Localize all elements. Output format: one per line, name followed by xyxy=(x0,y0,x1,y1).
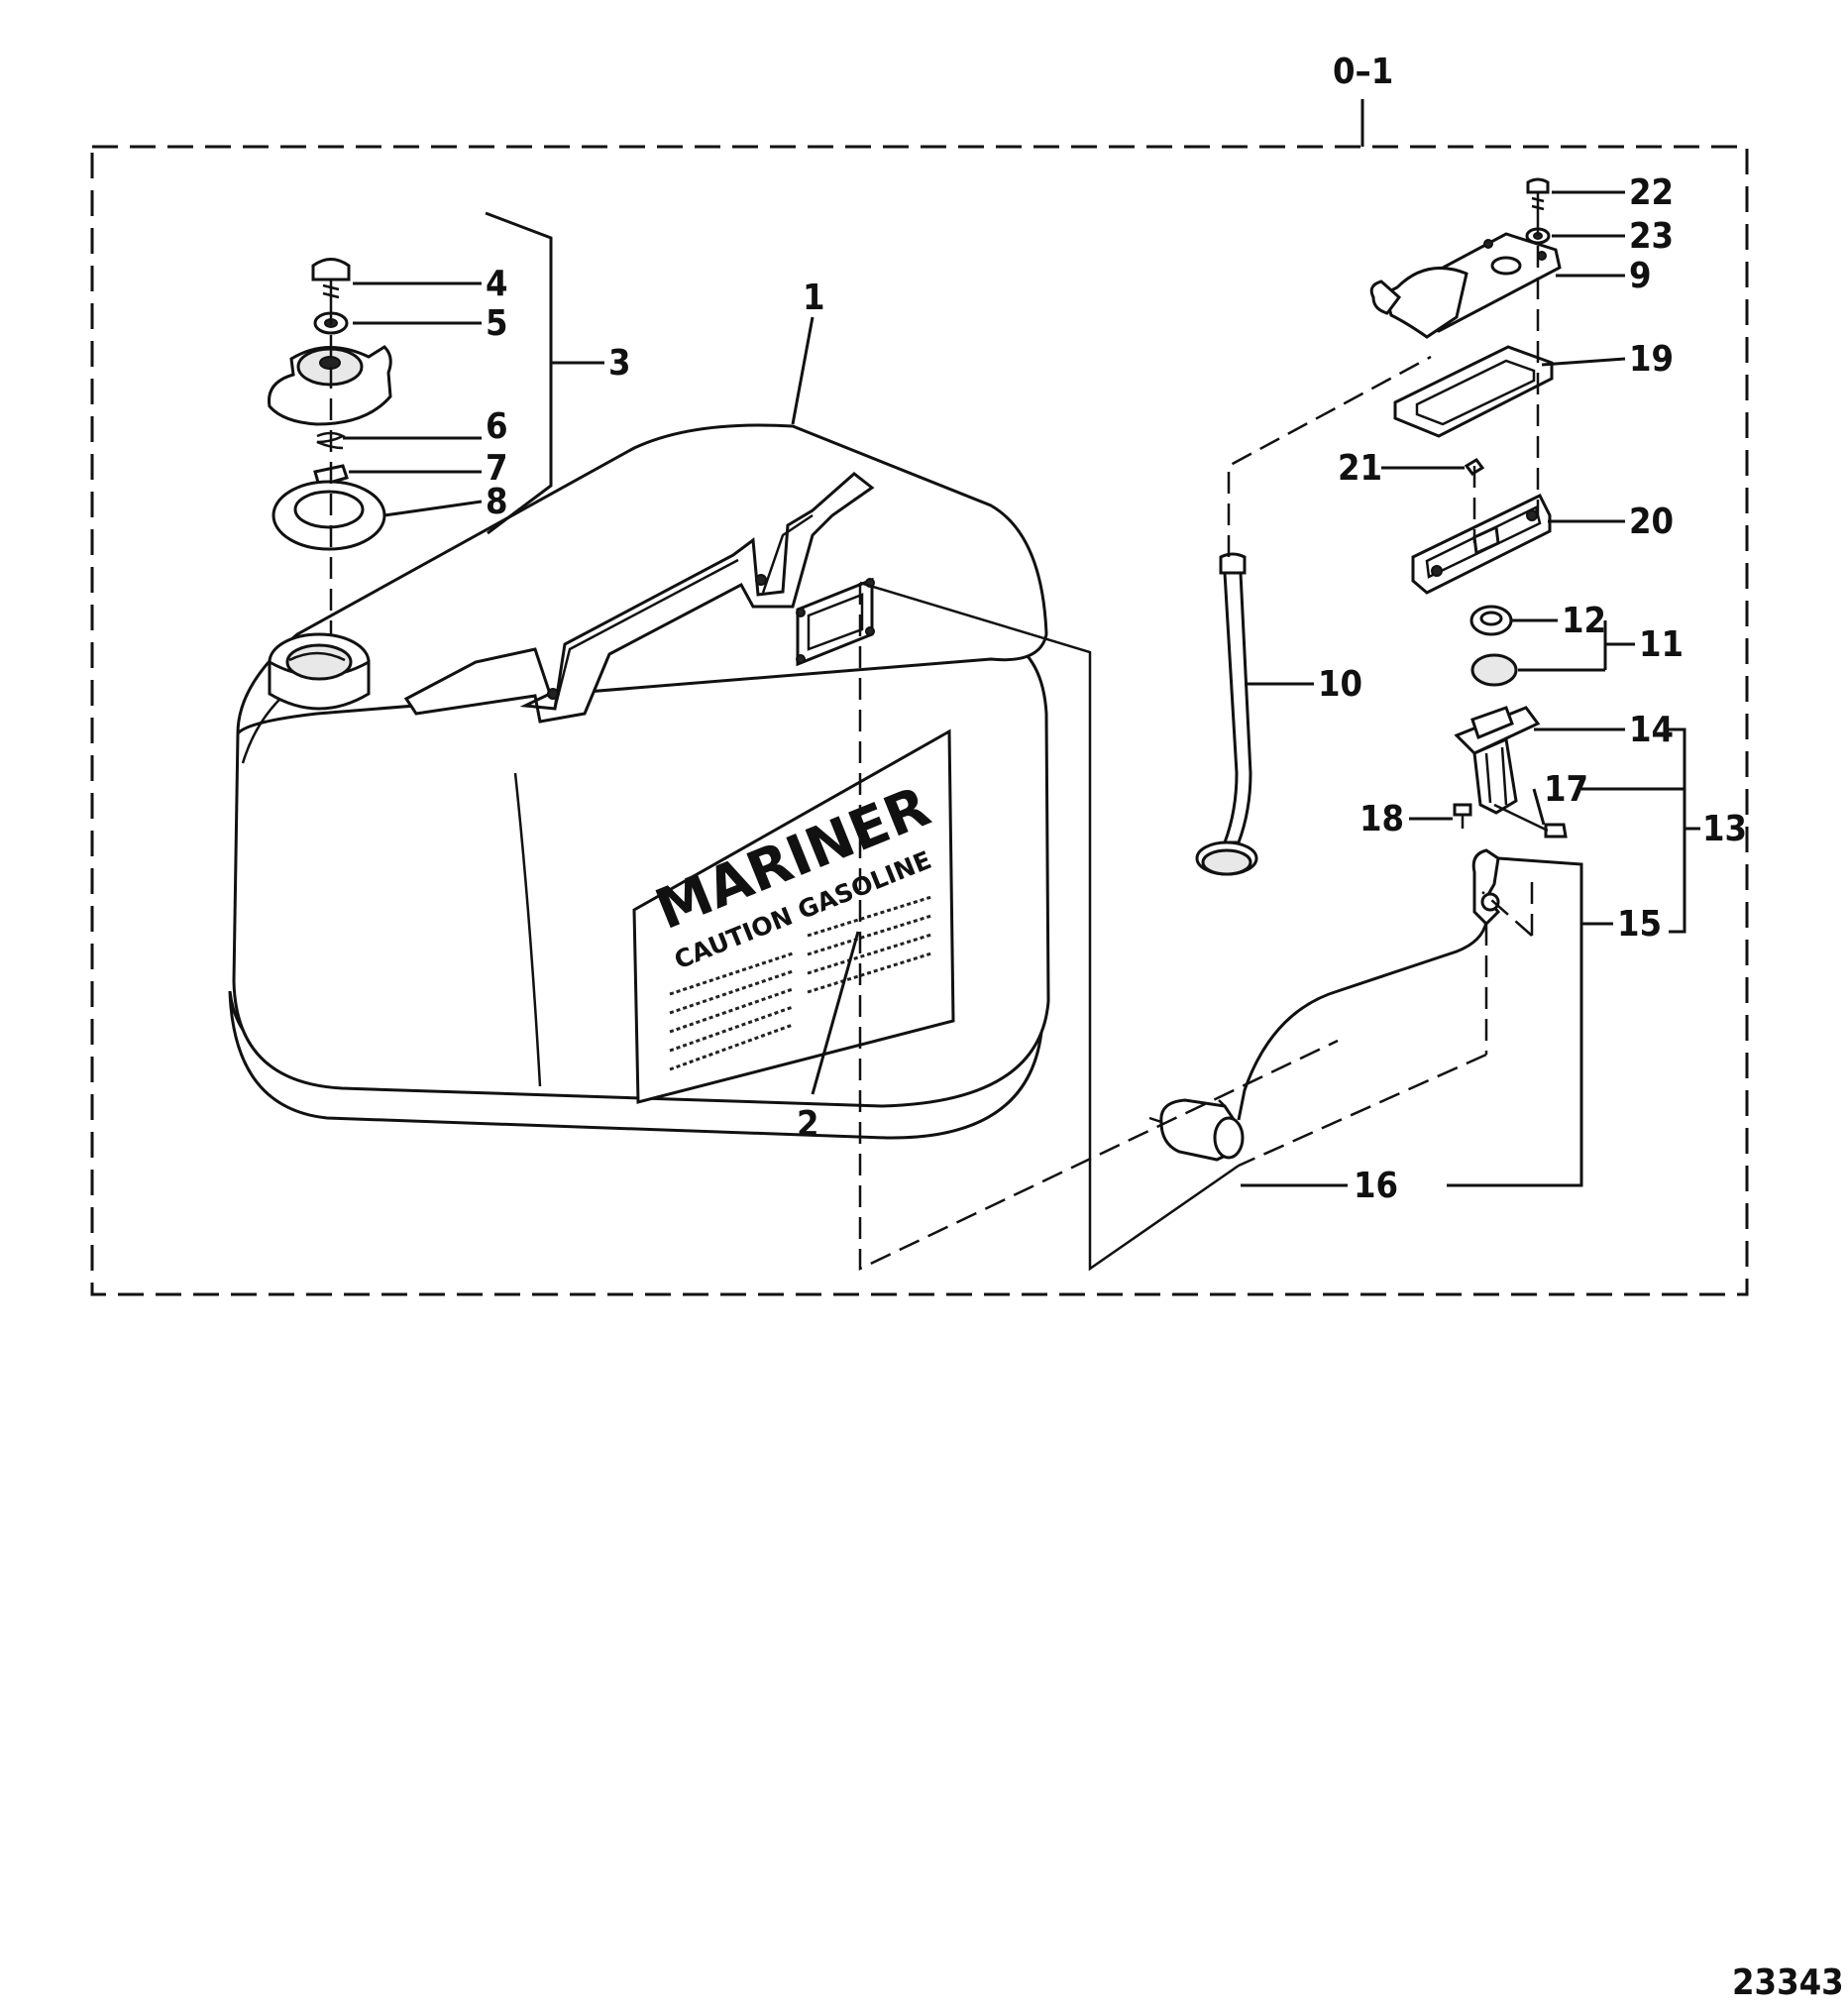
callout-16: 16 xyxy=(1354,1166,1398,1206)
callout-18: 18 xyxy=(1359,799,1404,839)
callout-11: 11 xyxy=(1639,624,1684,665)
callout-17: 17 xyxy=(1544,769,1588,810)
callout-6: 6 xyxy=(486,406,508,447)
callout-12: 12 xyxy=(1562,601,1606,641)
callout-13: 13 xyxy=(1702,809,1747,849)
callout-leaders xyxy=(343,190,1700,1187)
callout-20: 20 xyxy=(1629,502,1674,542)
kit-boundary xyxy=(90,145,1749,1296)
fuel-cap-assembly xyxy=(268,258,392,634)
callout-7: 7 xyxy=(486,448,508,489)
callout-4: 4 xyxy=(486,264,508,304)
callout-9: 9 xyxy=(1629,256,1652,296)
callout-23: 23 xyxy=(1629,216,1674,257)
callout-labels: 1 2 3 4 5 6 7 8 9 10 11 12 13 14 15 16 1… xyxy=(486,172,1747,1206)
fuel-sender-assembly xyxy=(858,177,1568,1272)
callout-19: 19 xyxy=(1629,339,1674,380)
callout-10: 10 xyxy=(1318,664,1362,705)
callout-15: 15 xyxy=(1617,904,1662,945)
callout-21: 21 xyxy=(1338,448,1382,489)
decal-panel xyxy=(632,728,955,1104)
assembly-label: 0–1 xyxy=(1333,52,1393,92)
callout-22: 22 xyxy=(1629,172,1674,213)
callout-5: 5 xyxy=(486,303,508,344)
callout-2: 2 xyxy=(797,1104,819,1145)
callout-8: 8 xyxy=(486,482,508,522)
drawing-number: 23343 xyxy=(1732,1962,1844,2003)
callout-14: 14 xyxy=(1629,710,1674,750)
fuel-tank: MARINER CAUTION GASOLINE xyxy=(228,423,1050,1140)
callout-3: 3 xyxy=(608,343,631,384)
callout-1: 1 xyxy=(803,278,825,318)
